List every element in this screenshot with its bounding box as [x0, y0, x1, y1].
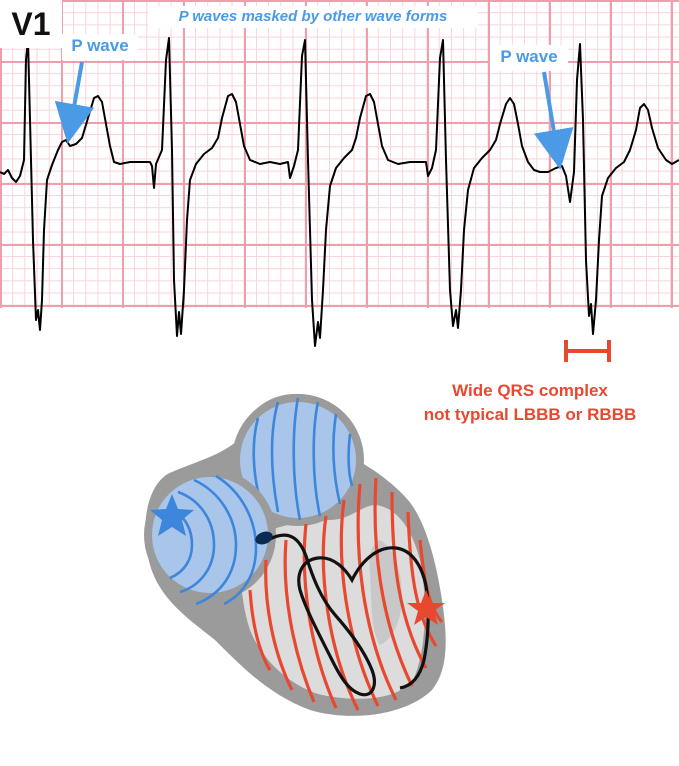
p-wave-arrow-2	[533, 71, 574, 170]
wide-qrs-bracket	[564, 340, 611, 362]
p-wave-label-2: P wave	[490, 45, 568, 71]
heart-illustration	[144, 393, 446, 716]
wide-qrs-line1: Wide QRS complex	[452, 381, 608, 400]
lead-label: V1	[0, 0, 62, 48]
blue-star-icon	[150, 494, 194, 536]
left-atrium-waves	[252, 397, 354, 521]
p-wave-label-1: P wave	[62, 34, 138, 60]
masked-p-wave-caption: P waves masked by other wave forms	[148, 6, 478, 28]
wide-qrs-line2: not typical LBBB or RBBB	[423, 405, 637, 424]
p-wave-arrow-1	[54, 61, 95, 144]
sinus-node-icon	[255, 531, 273, 545]
ecg-trace	[0, 37, 679, 347]
conduction-pathway	[267, 533, 430, 697]
red-star-icon	[407, 590, 445, 625]
wide-qrs-annotation: Wide QRS complex not typical LBBB or RBB…	[380, 379, 679, 427]
